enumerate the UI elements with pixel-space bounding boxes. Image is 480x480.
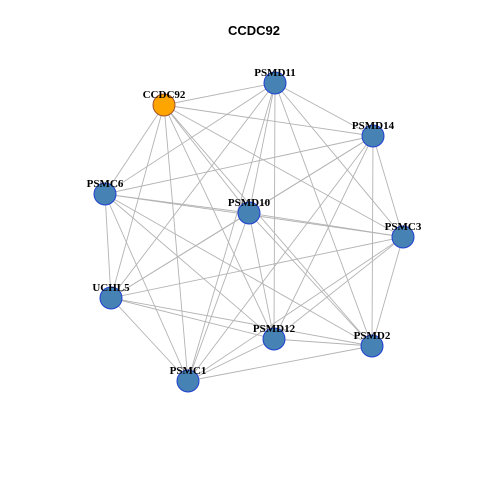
node-uchl5[interactable] [99,286,123,310]
edge-layer [104,82,404,382]
edge-ccdc92-uchl5 [110,104,165,299]
edge-psmd10-psmd2 [248,212,373,347]
edge-psmd14-psmd2 [371,135,374,347]
edge-psmd14-psmd12 [273,135,374,340]
edge-ccdc92-psmc6 [104,104,165,195]
edge-psmc6-psmd2 [104,193,373,347]
diagram-title: CCDC92 [228,23,280,38]
node-label-psmd10: PSMD10 [228,197,271,209]
edge-psmd11-psmd12 [273,82,276,340]
edge-ccdc92-psmd11 [163,82,276,106]
node-label-uchl5: UCHL5 [92,282,130,294]
edge-uchl5-psmd12 [110,297,275,340]
edge-uchl5-psmc1 [110,297,189,382]
edge-psmc3-psmc1 [187,236,404,382]
edge-psmd14-psmc1 [187,135,374,382]
edge-psmd10-uchl5 [110,212,250,299]
edge-psmd11-psmc3 [274,82,404,238]
node-label-psmd12: PSMD12 [253,323,296,335]
edge-psmd11-uchl5 [110,82,276,299]
node-psmc6[interactable] [93,182,117,206]
edge-psmd14-psmc6 [104,135,374,195]
node-label-ccdc92: CCDC92 [143,89,186,101]
label-layer: CCDC92 PSMD11PSMD14PSMC6PSMD10PSMC3UCHL5P… [87,67,422,377]
edge-psmc3-psmd12 [273,236,404,340]
node-label-psmd2: PSMD2 [354,330,391,342]
node-label-psmc1: PSMC1 [170,365,207,377]
edge-psmd11-psmc1 [187,82,276,382]
edge-psmd14-psmc3 [372,135,404,238]
node-label-psmd14: PSMD14 [352,120,395,132]
node-psmc1[interactable] [176,369,200,393]
node-psmd11[interactable] [263,71,287,95]
node-ccdc92[interactable] [152,93,176,117]
node-psmd12[interactable] [262,327,286,351]
edge-psmd12-psmc1 [187,338,275,382]
edge-psmc6-psmc1 [104,193,189,382]
node-label-psmc3: PSMC3 [385,221,422,233]
node-psmd10[interactable] [237,201,261,225]
node-psmd2[interactable] [360,334,384,358]
edge-uchl5-psmd2 [110,297,373,347]
edge-psmd12-psmd2 [273,338,373,347]
node-label-psmd11: PSMD11 [254,67,296,79]
edge-psmd10-psmc3 [248,212,404,238]
edge-psmc6-uchl5 [104,193,112,299]
edge-psmd2-psmc1 [187,345,373,382]
node-psmc3[interactable] [391,225,415,249]
edge-ccdc92-psmc3 [163,104,404,238]
edge-psmd11-psmd2 [274,82,373,347]
edge-psmd11-psmd10 [248,82,276,214]
edge-psmc6-psmd12 [104,193,275,340]
edge-psmd10-psmd12 [248,212,275,340]
node-label-psmc6: PSMC6 [87,178,124,190]
node-psmd14[interactable] [361,124,385,148]
edge-psmc3-uchl5 [110,236,404,299]
edge-psmd11-psmd14 [274,82,374,137]
edge-ccdc92-psmd2 [163,104,373,347]
node-layer [93,71,415,393]
edge-psmc3-psmd2 [371,236,404,347]
edge-ccdc92-psmd10 [163,104,250,214]
edge-psmd11-psmc6 [104,82,276,195]
edge-ccdc92-psmc1 [163,104,189,382]
edge-ccdc92-psmd14 [163,104,374,137]
edge-psmd10-psmc1 [187,212,250,382]
